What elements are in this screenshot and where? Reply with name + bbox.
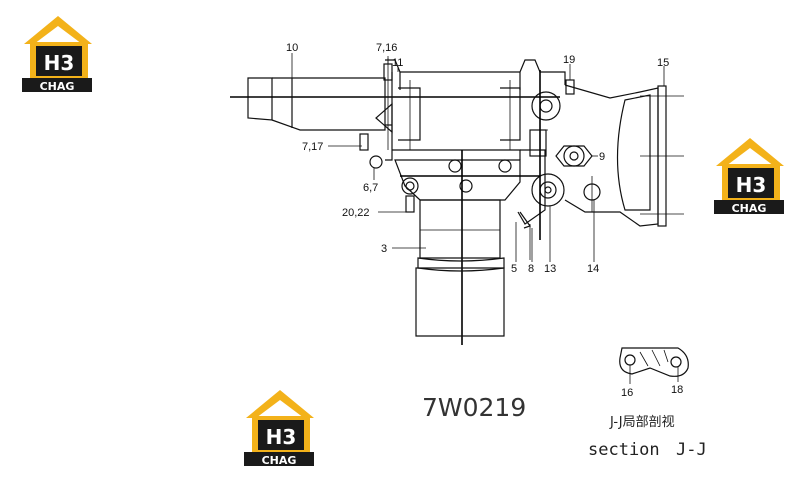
logo-wordmark: CHAG <box>732 202 767 215</box>
section-title-en: section <box>588 440 660 460</box>
label-14: 14 <box>587 263 599 275</box>
section-jj-detail <box>619 347 689 384</box>
label-3: 3 <box>381 243 387 255</box>
label-11: 11 <box>392 57 403 69</box>
part-labels: 10 7,16 11 19 15 7,17 9 6,7 20,22 3 5 8 … <box>286 42 683 399</box>
logo-initials: H3 <box>44 51 75 75</box>
label-18: 18 <box>671 384 683 396</box>
label-13: 13 <box>544 263 556 275</box>
logo-initials: H3 <box>736 173 767 197</box>
leader-lines <box>291 53 665 262</box>
label-7-17: 7,17 <box>302 141 323 153</box>
section-name: J-J <box>676 440 707 460</box>
label-7-16: 7,16 <box>376 42 397 54</box>
label-5: 5 <box>511 263 517 275</box>
brand-logo: H3 CHAG <box>714 138 784 215</box>
label-16: 16 <box>621 387 633 399</box>
logo-wordmark: CHAG <box>262 454 297 467</box>
logo-wordmark: CHAG <box>40 80 75 93</box>
label-9: 9 <box>599 151 605 163</box>
brand-logo: H3 CHAG <box>22 16 92 93</box>
label-20-22: 20,22 <box>342 207 370 219</box>
section-title-cn: J-J局部剖视 <box>609 415 675 430</box>
label-19: 19 <box>563 54 575 66</box>
assembly-drawing <box>230 58 684 345</box>
label-15: 15 <box>657 57 669 69</box>
label-6-7: 6,7 <box>363 182 378 194</box>
label-8: 8 <box>528 263 534 275</box>
drawing-code: 7W0219 <box>422 393 526 422</box>
logo-initials: H3 <box>266 425 297 449</box>
label-10: 10 <box>286 42 298 54</box>
brand-logo: H3 CHAG <box>244 390 314 467</box>
